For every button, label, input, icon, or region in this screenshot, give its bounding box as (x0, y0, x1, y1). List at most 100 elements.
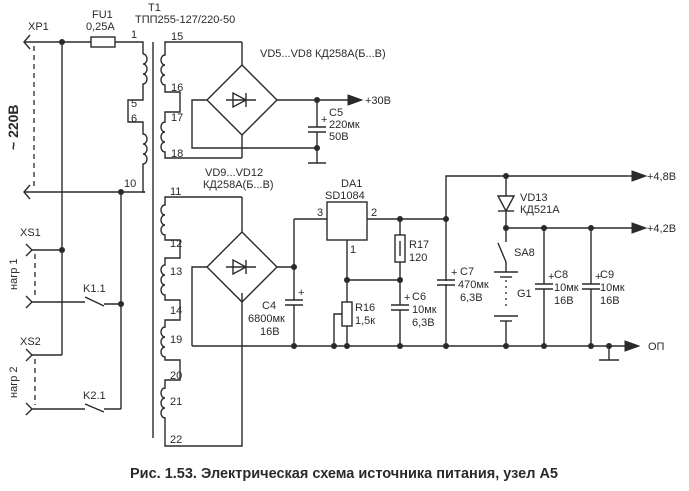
relay-contact-k21 (84, 403, 121, 413)
c7-plus: + (451, 267, 457, 279)
c9-voltage: 16В (600, 295, 620, 307)
junction (59, 39, 65, 45)
load1-label: нагр 1 (8, 259, 20, 291)
c9-value: 10мк (600, 282, 625, 294)
load2-label: нагр 2 (8, 367, 20, 399)
load-connector-xs1 (25, 243, 85, 309)
output-arrow-4-8v (631, 170, 648, 182)
c6-plus: + (404, 292, 410, 304)
t1-model: ТПП255-127/220-50 (135, 14, 235, 26)
c8-plus: + (548, 271, 554, 283)
c9-ref: C9 (600, 269, 614, 281)
upper-secondary-winding (160, 41, 242, 159)
c8-value: 10мк (554, 282, 579, 294)
c5-voltage: 50В (329, 131, 349, 143)
g1-ref: G1 (517, 288, 532, 300)
c6-value: 10мк (412, 304, 437, 316)
da1-model: SD1084 (325, 190, 365, 202)
k11-label: K1.1 (83, 283, 106, 295)
da1-pin-out: 2 (371, 207, 377, 219)
bridge-upper-label: VD5...VD8 КД258А(Б...В) (260, 48, 386, 60)
fuse-fu1 (90, 36, 116, 48)
capacitor-c4 (285, 219, 303, 349)
pin-6: 6 (131, 113, 137, 125)
pin-15: 15 (171, 31, 183, 43)
r16-value: 1,5к (355, 315, 375, 327)
r16-ref: R16 (355, 302, 375, 314)
c4-value: 6800мк (248, 313, 285, 325)
t1-ref: T1 (148, 2, 161, 14)
c4-plus: + (298, 287, 304, 299)
pin-10: 10 (124, 178, 136, 190)
c4-voltage: 16В (260, 326, 280, 338)
da1-pin-adj: 1 (350, 244, 356, 256)
capacitor-c7 (437, 175, 632, 349)
resistor-r16 (331, 280, 353, 349)
c7-gap (440, 281, 452, 284)
c5-ref: C5 (329, 107, 343, 119)
xs2-label: XS2 (20, 336, 41, 348)
pin-12: 12 (170, 238, 182, 250)
pin-16: 16 (171, 82, 183, 94)
fu1-ref: FU1 (92, 9, 113, 21)
battery-g1 (494, 271, 518, 349)
switch-sa8 (497, 228, 507, 272)
pin-22: 22 (170, 434, 182, 446)
k21-label: K2.1 (83, 390, 106, 402)
c7-voltage: 6,3В (460, 292, 483, 304)
pin-17: 17 (171, 112, 183, 124)
bridge-vd5-vd8 (191, 42, 348, 158)
primary-winding (125, 41, 148, 193)
c7-value: 470мк (458, 279, 489, 291)
output-arrow-30v (347, 94, 364, 106)
xp1-label: XP1 (28, 21, 49, 33)
pin-14: 14 (170, 305, 182, 317)
r17-value: 120 (409, 252, 427, 264)
output-arrow-common (624, 340, 641, 352)
resistor-r17 (394, 219, 406, 280)
pin-21: 21 (170, 396, 182, 408)
da1-ref: DA1 (341, 178, 362, 190)
bridge-vd9-vd12 (191, 197, 294, 346)
sa8-ref: SA8 (514, 247, 535, 259)
c5-plus: + (321, 114, 327, 126)
lower-secondary-winding (160, 196, 243, 447)
vd13-model: КД521А (520, 204, 560, 216)
relay-contact-k11 (84, 296, 124, 307)
output-4-2v-label: +4,2В (647, 223, 676, 235)
pin-19: 19 (170, 334, 182, 346)
pin-20: 20 (170, 370, 182, 382)
capacitor-c8 (535, 225, 553, 349)
output-30v-label: +30В (365, 95, 391, 107)
bridge-lower-label-2: КД258А(Б...В) (203, 179, 274, 191)
capacitor-c5 (308, 97, 326, 164)
c5-value: 220мк (329, 119, 360, 131)
fu1-value: 0,25А (86, 21, 115, 33)
pin-13: 13 (170, 266, 182, 278)
r17-ref: R17 (409, 239, 429, 251)
c8-ref: C8 (554, 269, 568, 281)
capacitor-c6 (391, 280, 409, 349)
c7-ref: C7 (460, 266, 474, 278)
c9-plus: + (595, 271, 601, 283)
pin-5: 5 (131, 98, 137, 110)
mains-connector-xp1 (23, 34, 145, 200)
pin-11: 11 (170, 186, 181, 198)
output-arrow-4-2v (631, 222, 648, 234)
output-4-8v-label: +4,8В (647, 171, 676, 183)
regulator-da1 (326, 201, 368, 241)
xs1-label: XS1 (20, 227, 41, 239)
capacitor-c9 (582, 225, 612, 349)
load-connector-xs2 (25, 348, 85, 416)
bridge-lower-label-1: VD9...VD12 (205, 167, 263, 179)
figure-caption: Рис. 1.53. Электрическая схема источника… (130, 466, 558, 482)
mains-voltage-label: ~ 220В (5, 104, 21, 150)
c8-voltage: 16В (554, 295, 574, 307)
c4-ref: C4 (262, 300, 276, 312)
vd13-ref: VD13 (520, 192, 548, 204)
output-common-label: ОП (648, 341, 665, 353)
c6-ref: C6 (412, 291, 426, 303)
junction (118, 189, 124, 195)
diode-vd13 (496, 173, 516, 231)
